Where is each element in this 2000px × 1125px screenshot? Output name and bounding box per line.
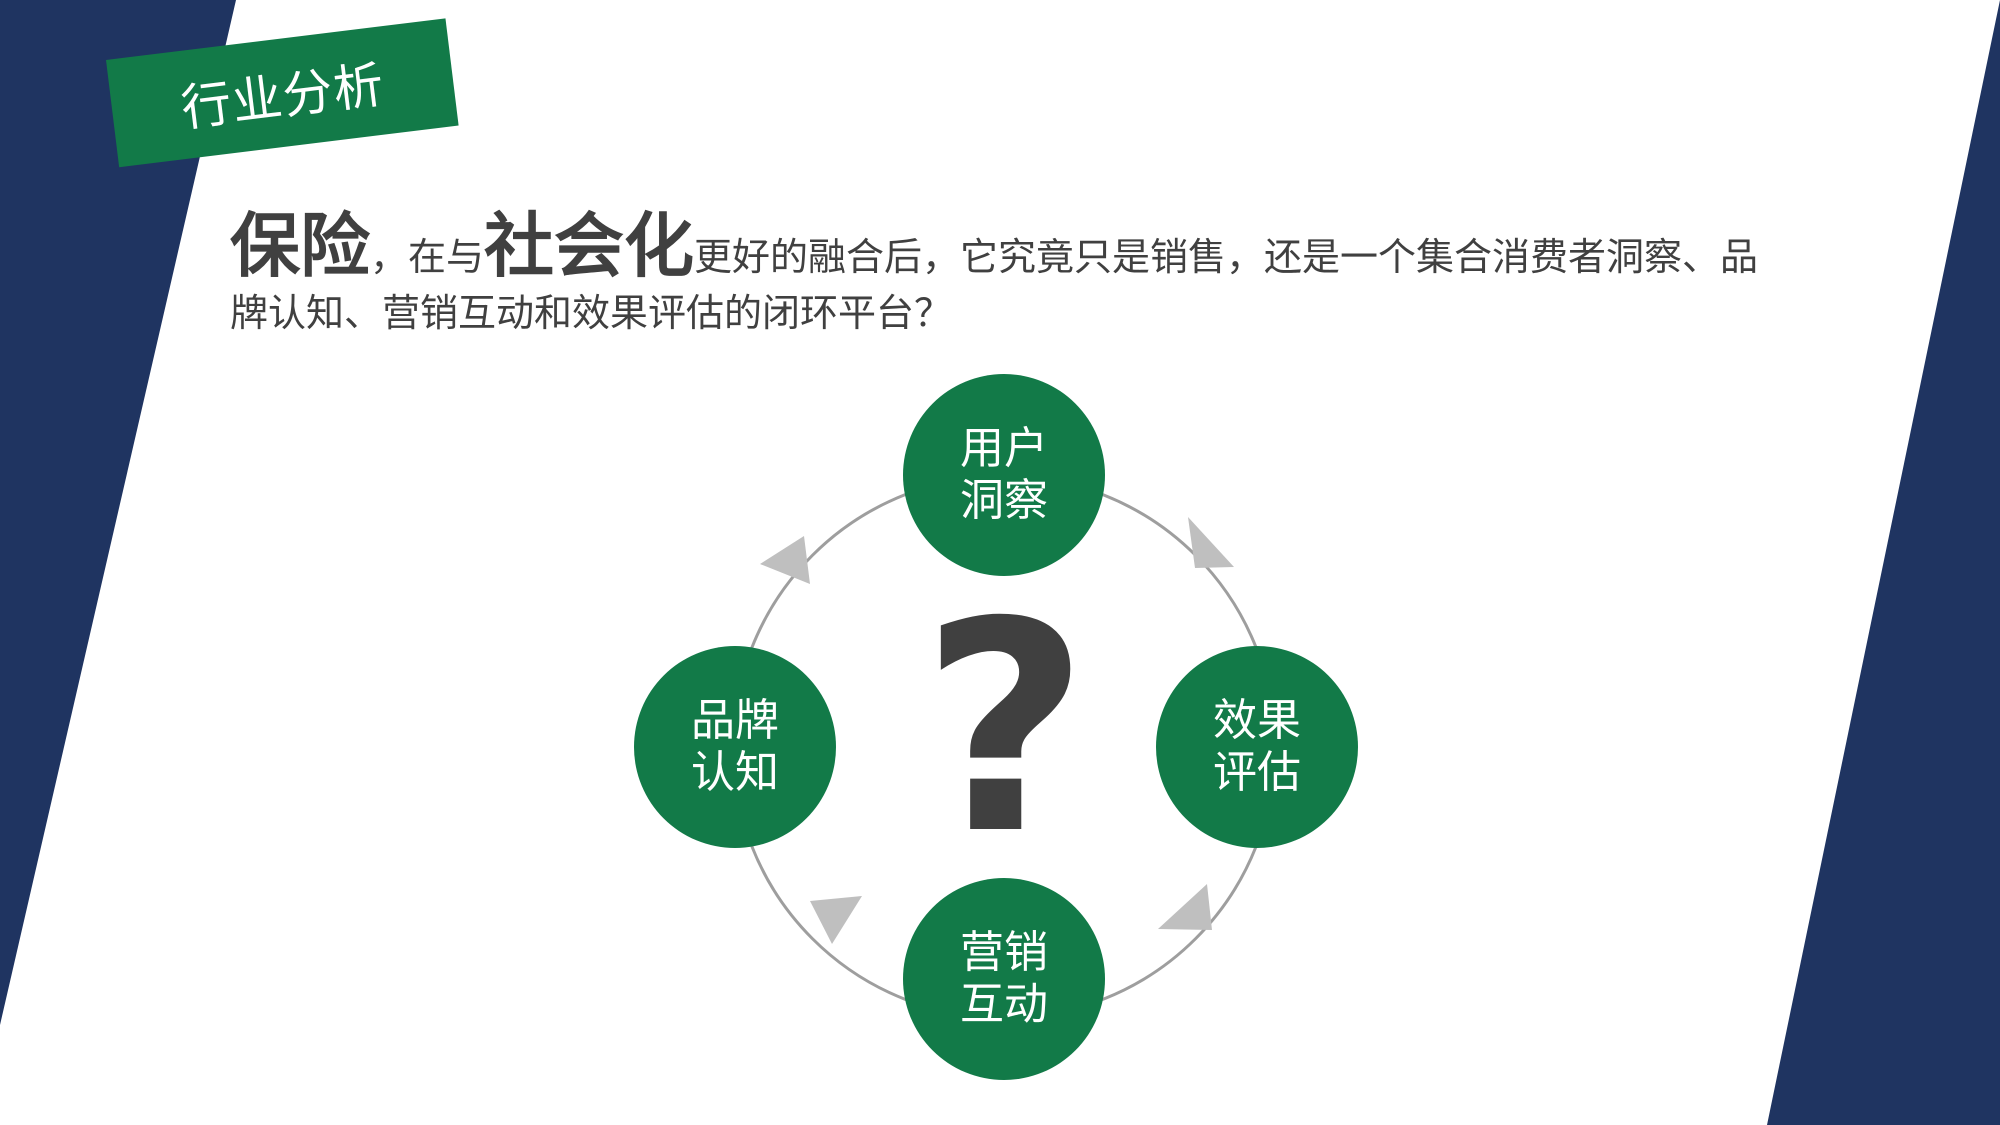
question-mark-icon: ? [920,561,1090,898]
node-label-line2: 洞察 [960,475,1048,526]
arrow-icon-top-right [1188,517,1234,568]
headline: 保险，在与社会化更好的融合后，它究竟只是销售，还是一个集合消费者洞察、品牌认知、… [230,211,1770,341]
node-label-line2: 认知 [691,747,779,798]
node-label-line1: 效果 [1213,695,1301,746]
node-label-line1: 品牌 [691,695,779,746]
cycle-node-user-insight: 用户 洞察 [903,374,1105,576]
arrow-icon-bottom-left [810,896,862,944]
headline-text-2: 更好的融合后，它究竟只是销售，还是一个集合消费者洞察、品牌认知、营销互动和效果评… [230,235,1759,335]
node-label-line1: 用户 [960,423,1048,474]
arrow-icon-bottom-right [1158,884,1212,930]
cycle-node-marketing-interaction: 营销 互动 [903,878,1105,1080]
node-label-line2: 评估 [1213,747,1301,798]
node-label-line2: 互动 [960,979,1048,1030]
cycle-node-effect-evaluation: 效果 评估 [1156,646,1358,848]
headline-keyword-insurance: 保险 [230,205,370,287]
node-label-line1: 营销 [960,927,1048,978]
arrow-icon-top-left [760,536,810,584]
headline-text-1: ，在与 [370,235,485,279]
headline-keyword-social: 社会化 [484,205,695,287]
cycle-node-brand-awareness: 品牌 认知 [634,646,836,848]
